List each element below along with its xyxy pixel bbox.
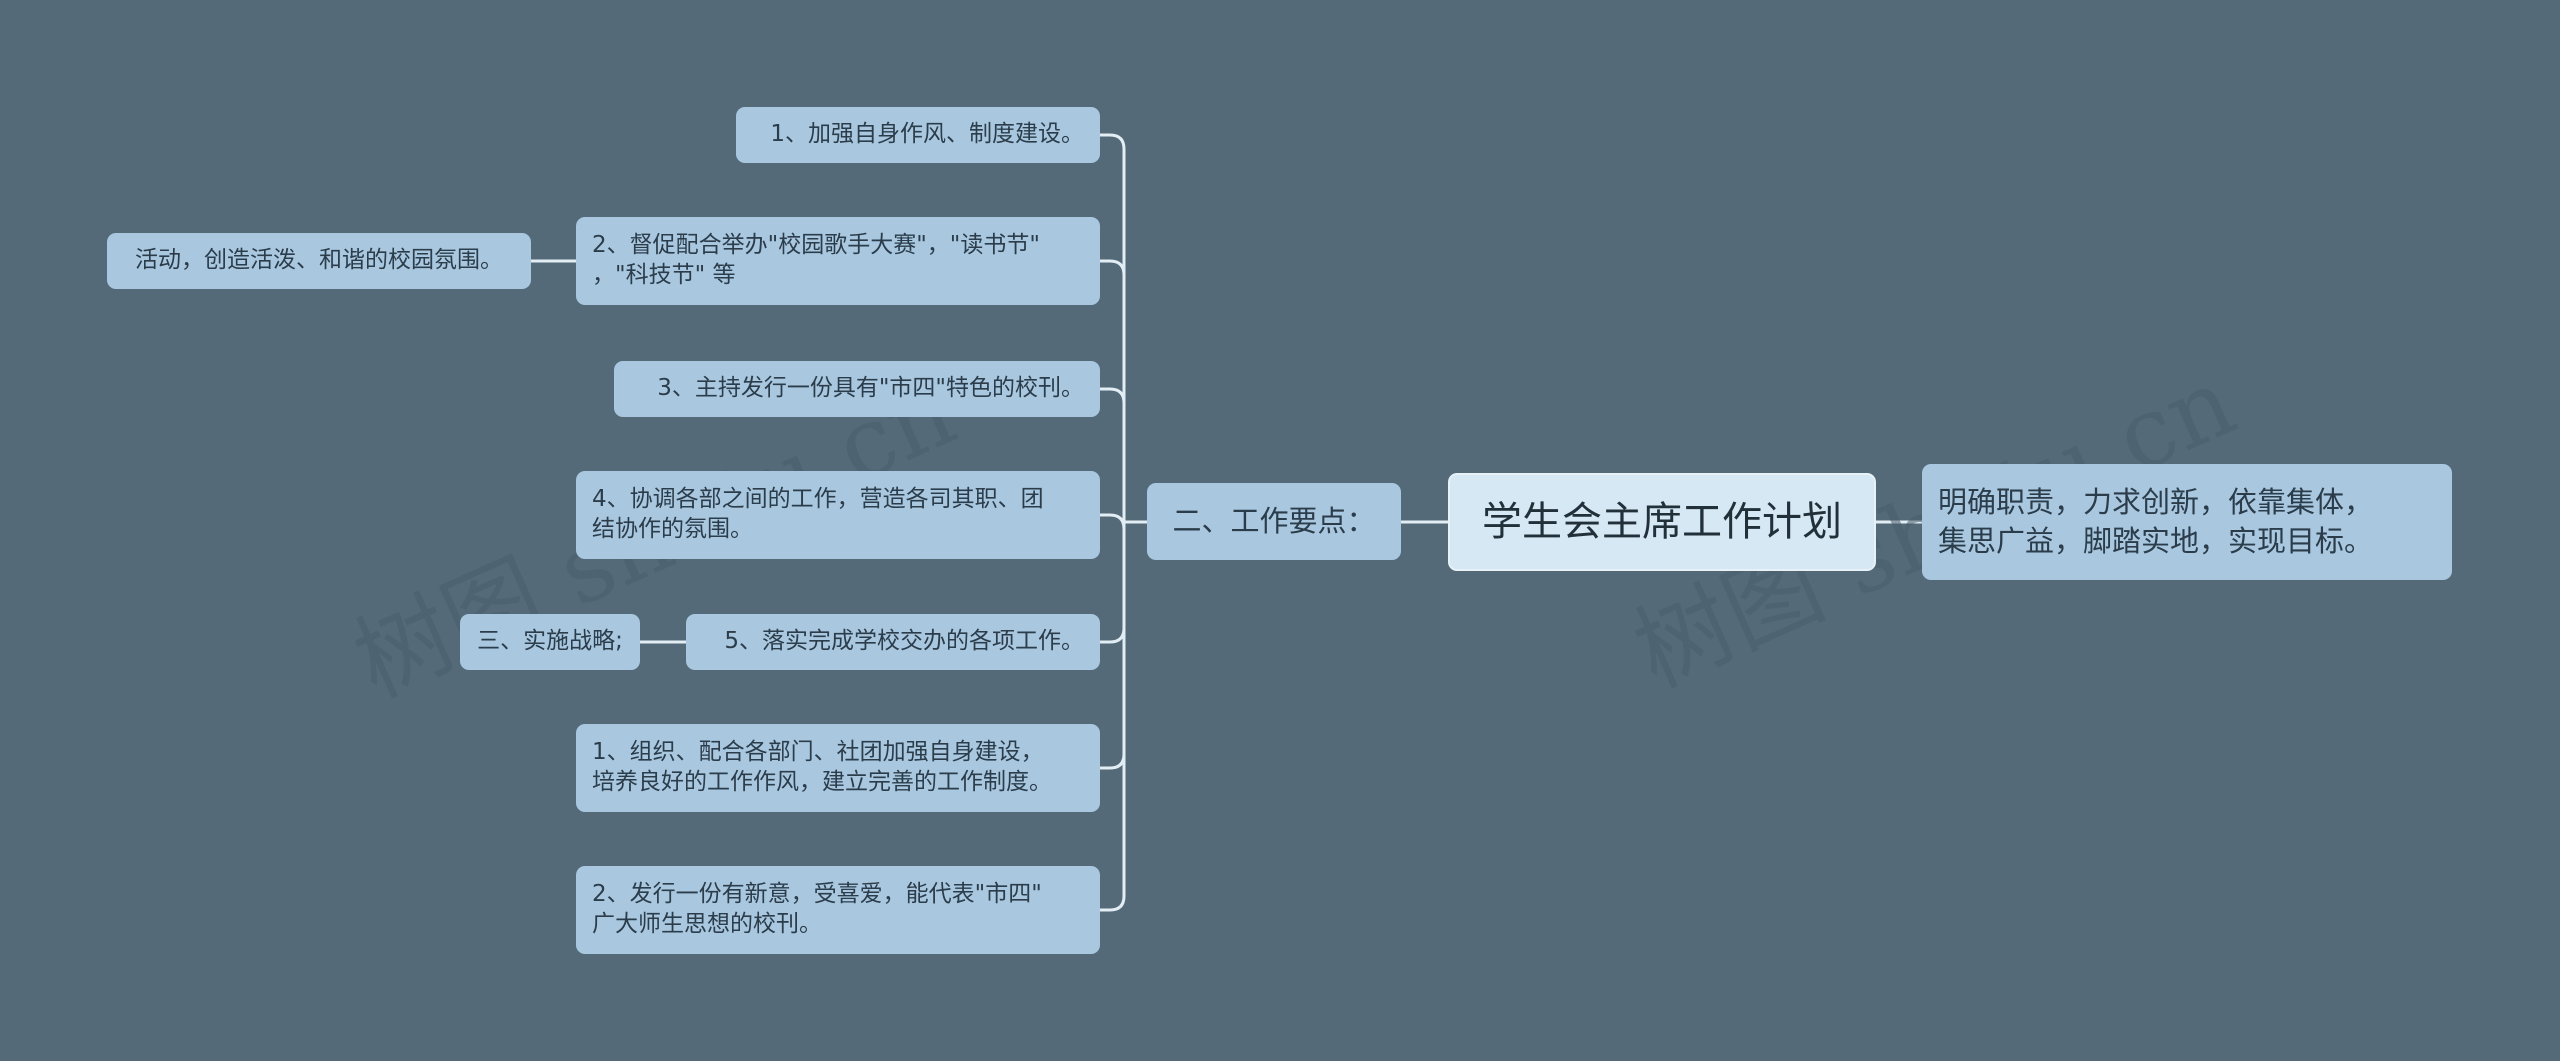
item-line: 1、组织、配合各部门、社团加强自身建设， bbox=[592, 739, 1044, 766]
summary-node-line: 集思广益，脚踏实地，实现目标。 bbox=[1938, 524, 2374, 558]
item-line: 2、发行一份有新意，受喜爱，能代表"市四" bbox=[592, 881, 1042, 908]
item-node[interactable]: 3、主持发行一份具有"市四"特色的校刊。 bbox=[614, 361, 1100, 417]
connector-branch-item bbox=[1100, 522, 1126, 770]
connector-branch-item bbox=[1100, 387, 1126, 522]
item-node[interactable]: 4、协调各部之间的工作，营造各司其职、团 结协作的氛围。 bbox=[576, 471, 1100, 559]
item-line: ，"科技节" 等 bbox=[592, 262, 736, 288]
item-line: 培养良好的工作作风，建立完善的工作制度。 bbox=[592, 769, 1052, 795]
root-node-label: 学生会主席工作计划 bbox=[1482, 499, 1842, 545]
item-line: 4、协调各部之间的工作，营造各司其职、团 bbox=[592, 486, 1044, 513]
branch-node-label: 二、工作要点： bbox=[1172, 503, 1376, 538]
summary-node[interactable]: 明确职责，力求创新，依靠集体， 集思广益，脚踏实地，实现目标。 bbox=[1922, 464, 2452, 580]
connector-branch-item bbox=[1100, 522, 1126, 912]
item-node[interactable]: 5、落实完成学校交办的各项工作。 bbox=[686, 614, 1100, 670]
sub-item-node[interactable]: 活动，创造活泼、和谐的校园氛围。 bbox=[107, 233, 531, 289]
connector-branch-item bbox=[1100, 259, 1126, 522]
item-line: 5、落实完成学校交办的各项工作。 bbox=[724, 628, 1084, 655]
item-node[interactable]: 2、督促配合举办"校园歌手大赛"，"读书节" ，"科技节" 等 bbox=[576, 217, 1100, 305]
item-line: 2、督促配合举办"校园歌手大赛"，"读书节" bbox=[592, 232, 1040, 259]
item-line: 广大师生思想的校刊。 bbox=[592, 911, 822, 937]
connector-branch-item bbox=[1100, 513, 1126, 530]
item-line: 3、主持发行一份具有"市四"特色的校刊。 bbox=[657, 375, 1084, 402]
item-line: 结协作的氛围。 bbox=[592, 516, 753, 542]
item-node[interactable]: 1、组织、配合各部门、社团加强自身建设， 培养良好的工作作风，建立完善的工作制度… bbox=[576, 724, 1100, 812]
connector-branch-item bbox=[1100, 133, 1126, 522]
sub-item-label: 三、实施战略; bbox=[477, 628, 623, 655]
branch-node-work-points[interactable]: 二、工作要点： bbox=[1147, 483, 1401, 560]
item-line: 1、加强自身作风、制度建设。 bbox=[770, 121, 1084, 148]
summary-node-line: 明确职责，力求创新，依靠集体， bbox=[1938, 484, 2374, 519]
item-node[interactable]: 2、发行一份有新意，受喜爱，能代表"市四" 广大师生思想的校刊。 bbox=[576, 866, 1100, 954]
sub-item-node[interactable]: 三、实施战略; bbox=[460, 614, 640, 670]
root-node[interactable]: 学生会主席工作计划 bbox=[1448, 473, 1876, 571]
item-node[interactable]: 1、加强自身作风、制度建设。 bbox=[736, 107, 1100, 163]
connector-branch-item bbox=[1100, 522, 1126, 644]
sub-item-label: 活动，创造活泼、和谐的校园氛围。 bbox=[135, 247, 503, 274]
